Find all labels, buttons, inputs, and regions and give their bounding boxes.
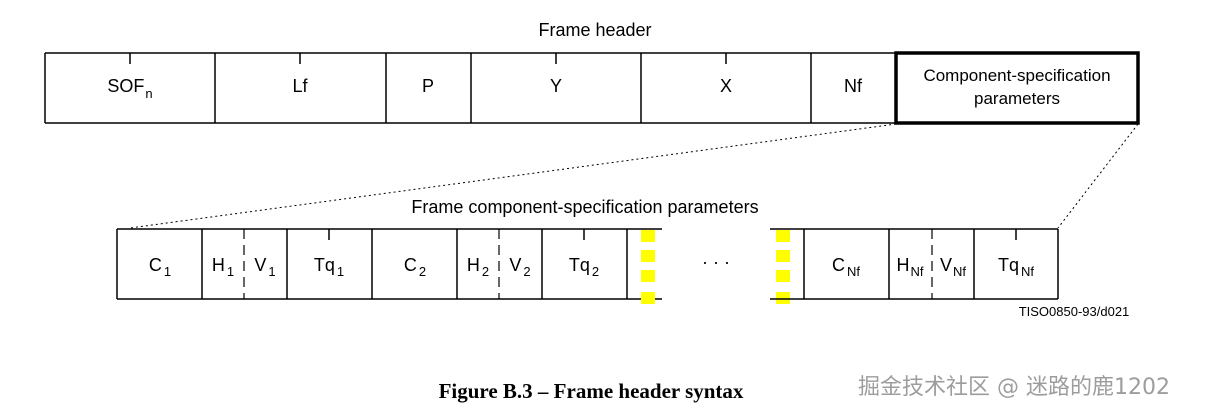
figure-caption: Figure B.3 – Frame header syntax — [438, 379, 744, 403]
expansion-line-right — [1057, 123, 1139, 229]
watermark: 掘金技术社区 @ 迷路的鹿1202 — [858, 375, 1170, 400]
component-spec-line1: Component-specification — [923, 66, 1110, 85]
field-p: P — [422, 76, 434, 96]
field-sof: SOFn — [107, 76, 152, 101]
break-marker-left — [641, 230, 655, 304]
param-hnf: HNf — [897, 255, 924, 279]
break-marker-right — [776, 230, 790, 304]
frame-header-title: Frame header — [538, 20, 652, 40]
ellipsis: · · · — [702, 252, 730, 272]
field-x: X — [720, 76, 732, 96]
param-vnf: VNf — [940, 255, 966, 279]
expansion-line-left — [129, 123, 897, 229]
figure-id-code: TISO0850-93/d021 — [1018, 304, 1130, 319]
frame-header-row: SOFn Lf P Y X Nf — [44, 52, 895, 124]
component-spec-line2: parameters — [974, 89, 1060, 108]
component-params-title: Frame component-specification parameters — [411, 197, 759, 217]
component-spec-box: Component-specification parameters — [894, 51, 1140, 125]
field-nf: Nf — [844, 76, 863, 96]
field-lf: Lf — [292, 76, 308, 96]
field-y: Y — [550, 76, 562, 96]
